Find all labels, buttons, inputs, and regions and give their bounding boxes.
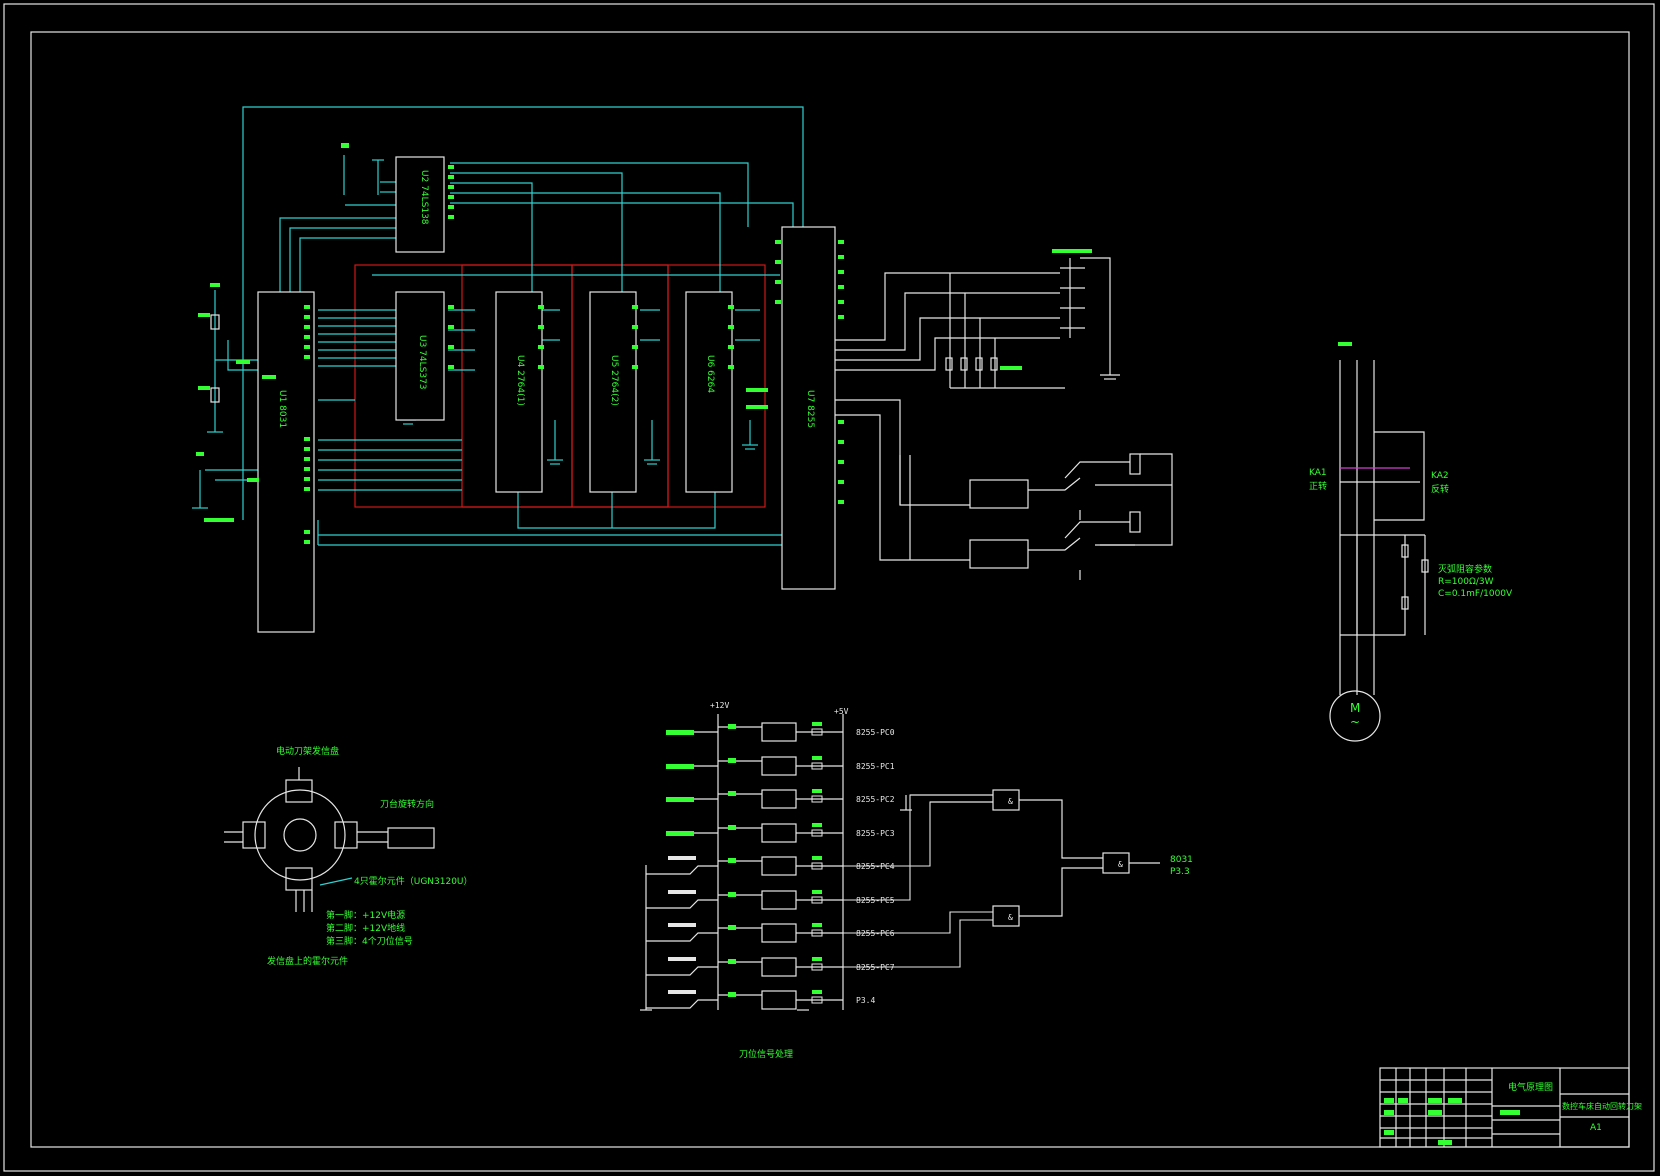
motor-section: M ~ KA1 正转 KA2 反转 灭弧阻容参数 R=100Ω/3W C=0.1… [1309,360,1513,742]
ka1-sub-label: 正转 [1309,480,1327,492]
svg-text:&: & [1008,913,1013,922]
pin-stubs [304,165,844,544]
chip-u6-label: U6 6264 [705,355,715,393]
hall-top-label: 电动刀架发信盘 [276,745,339,757]
signal-row: 8255-PC1 [666,756,895,776]
signal-output-label: P3.4 [856,996,875,1005]
v12-label: +12V [710,701,729,710]
signal-output-label: 8255-PC1 [856,762,895,771]
chip-u3 [395,291,445,421]
signal-output-label: 8255-PC3 [856,829,895,838]
svg-text:&: & [1008,797,1013,806]
signal-row: P3.4 [646,990,875,1010]
signal-output-label: 8255-PC2 [856,795,895,804]
hall-pin3-label: 第三脚：4个刀位信号 [326,935,413,947]
mcu-section: U2 74LS138 U1 8031 U3 74LS373 U4 2764(1)… [192,106,1352,633]
chip-u2-label: U2 74LS138 [419,170,429,225]
rc-capacitor: C=0.1mF/1000V [1438,589,1513,599]
chip-u1-label: U1 8031 [277,390,287,428]
chip-u6 [685,291,733,493]
outer-border [3,3,1655,1172]
signal-caption: 刀位信号处理 [739,1048,793,1060]
chip-u4 [495,291,543,493]
signal-row: 8255-PC0 [666,722,895,742]
motor-symbol: ~ [1350,715,1360,729]
rc-resistor: R=100Ω/3W [1438,577,1494,587]
chip-u7-label: U7 8255 [805,390,815,428]
pin-markers [196,143,1352,522]
chip-u2 [395,156,445,253]
hall-element-label: 4只霍尔元件（UGN3120U） [354,875,473,887]
chip-u1 [257,291,315,633]
chip-u3-label: U3 74LS373 [417,335,427,390]
hall-pin1-label: 第一脚：+12V电源 [326,909,405,921]
ka1-label: KA1 [1309,468,1327,478]
signal-row: 8255-PC2 [666,789,895,809]
hall-caption: 发信盘上的霍尔元件 [267,955,348,967]
inner-border [30,31,1630,1148]
relay-driver [899,453,1173,580]
svg-text:&: & [1118,860,1123,869]
title-drawing-name: 电气原理图 [1508,1081,1553,1093]
signal-output-label: 8255-PC0 [856,728,895,737]
signal-rows: 8255-PC08255-PC18255-PC28255-PC38255-PC4… [646,722,993,1010]
title-block: 电气原理图 数控车床自动回转刀架 A1 [1379,1067,1642,1148]
ka2-label: KA2 [1431,471,1449,481]
ka2-sub-label: 反转 [1431,483,1449,495]
chip-u7 [781,226,836,590]
rc-title: 灭弧阻容参数 [1438,563,1492,575]
motor-letter: M [1350,701,1360,715]
hall-section: 电动刀架发信盘 刀台旋转方向 4只霍尔元件（UGN3120U） 第一脚：+12V… [224,745,473,967]
hall-direction-label: 刀台旋转方向 [380,798,434,810]
chip-u5-label: U5 2764(2) [609,355,619,406]
title-project: 数控车床自动回转刀架 [1562,1101,1642,1111]
gate-out-2: P3.3 [1170,867,1190,877]
chip-u5 [589,291,637,493]
chip-u4-label: U4 2764(1) [515,355,525,406]
signal-section: 8255-PC08255-PC18255-PC28255-PC38255-PC4… [640,701,1193,1060]
hall-pin2-label: 第二脚：+12V地线 [326,922,405,934]
gate-out-1: 8031 [1170,855,1193,865]
title-sheet: A1 [1590,1123,1602,1133]
signal-row: 8255-PC3 [666,823,895,843]
v5-label: +5V [834,707,849,716]
